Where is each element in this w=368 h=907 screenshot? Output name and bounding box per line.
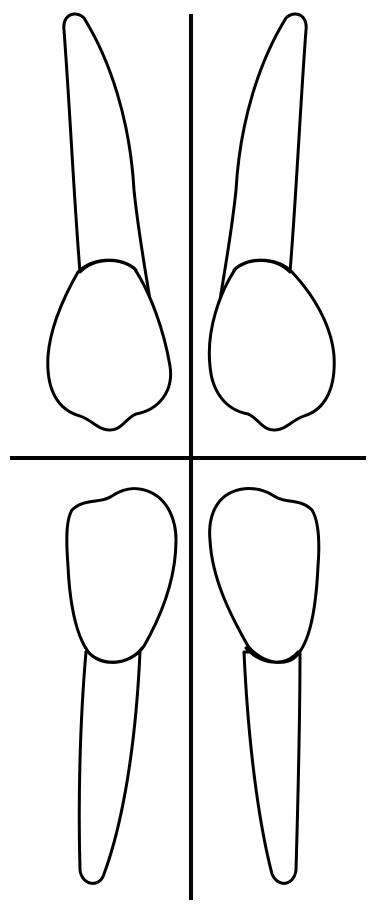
lower-left-tooth [67,489,176,884]
upper-left-tooth [48,14,171,430]
lower-left-root [79,652,140,883]
upper-left-crown [48,260,171,430]
upper-left-root [64,14,150,300]
lower-left-crown [67,489,176,663]
lower-right-tooth [210,489,319,884]
lower-right-root [244,652,300,883]
upper-right-tooth [209,14,334,430]
upper-right-crown [209,260,334,430]
upper-right-root [220,14,306,300]
lower-right-crown [210,489,319,663]
